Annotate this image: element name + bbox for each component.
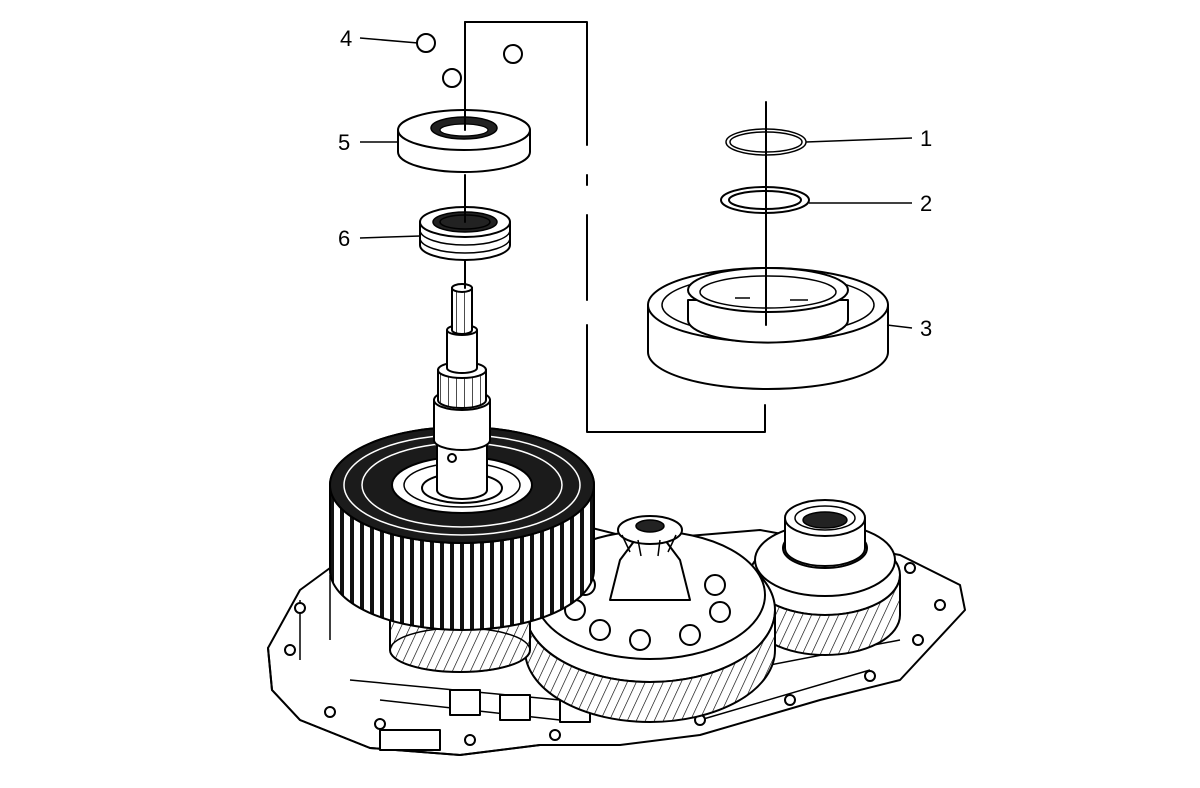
callout-5: 5 — [338, 130, 350, 155]
input-shaft — [433, 283, 491, 500]
callout-1: 1 — [920, 126, 932, 151]
leader-lines — [359, 37, 913, 329]
output-gear — [749, 499, 901, 656]
callout-labels: 4 5 6 1 2 3 — [338, 26, 932, 341]
part-3-housing — [647, 267, 889, 390]
callout-3: 3 — [920, 316, 932, 341]
assembly-axis-lines — [464, 21, 767, 433]
callout-2: 2 — [920, 191, 932, 216]
callout-4: 4 — [340, 26, 352, 51]
callout-6: 6 — [338, 226, 350, 251]
part-4-seal-rings — [416, 33, 523, 88]
